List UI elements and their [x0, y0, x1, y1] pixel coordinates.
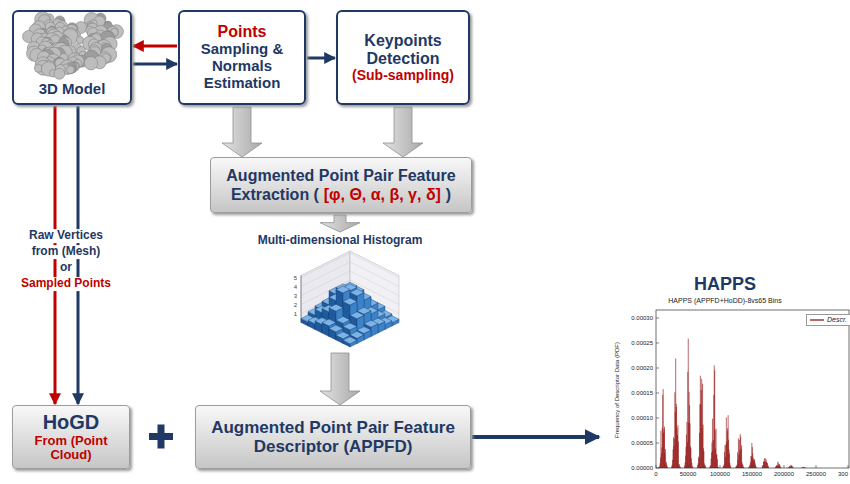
axis-tick: 0.00020: [631, 365, 653, 372]
chart-legend: Descr.: [806, 314, 850, 326]
plus-bar: [158, 425, 165, 449]
feature-vector: [φ, Θ, α, β, γ, δ]: [324, 186, 441, 203]
edge-note: from (Mesh): [30, 245, 103, 259]
axis-tick: 1: [294, 310, 297, 317]
block-arrow: [383, 107, 423, 157]
flow-arrow: [133, 46, 177, 47]
axis-tick: 0.00015: [631, 390, 653, 397]
block-arrow-shape: [320, 215, 360, 232]
connector-line: [472, 435, 599, 439]
protein-atom: [84, 57, 97, 70]
block-arrow-shape: [222, 107, 262, 157]
connector-line: [307, 57, 335, 60]
edge-note: Raw Vertices: [27, 229, 105, 243]
extraction-box: Augmented Point Pair Feature Extraction …: [210, 157, 472, 213]
chart-panel: HAPPS HAPPS (APPFD+HoDD)-8vs65 Bins: [600, 274, 850, 478]
protein-atom: [54, 68, 65, 79]
connector-line: [133, 45, 177, 48]
text-line: Augmented Point Pair Feature Extraction …: [217, 166, 465, 204]
model-label: 3D Model: [39, 81, 106, 98]
model-box: 3D Model: [12, 10, 132, 105]
flow-arrow: [472, 437, 599, 438]
process-note: (Sub-sampling): [352, 68, 454, 84]
axis-tick: 0.00025: [631, 340, 653, 347]
axis-tick: 2: [294, 301, 297, 308]
connector-line: [133, 63, 177, 66]
axis-tick: 300: [838, 471, 848, 478]
edge-note: Sampled Points: [19, 277, 113, 291]
axis-tick: 100000: [710, 471, 730, 478]
axis-tick: 150000: [742, 471, 762, 478]
z-axis: [301, 276, 302, 323]
descriptor-box: HoGDFrom (Point Cloud): [12, 405, 130, 469]
axis-tick: 3: [294, 292, 297, 299]
axis-tick: 0.00005: [631, 440, 653, 447]
protein-atom: [66, 62, 77, 73]
axis-title: Frequency of Descriptor Data (PDF): [614, 342, 621, 438]
happs-chart: [656, 310, 849, 468]
axis-tick: 0.00010: [631, 415, 653, 422]
histogram-bars: [659, 339, 805, 468]
descriptor-note: From (Point Cloud): [19, 434, 123, 463]
hist-gridline: [301, 253, 399, 278]
axis-tick: 250000: [806, 471, 826, 478]
axis-tick: 50000: [680, 471, 697, 478]
plot-frame: [656, 310, 849, 468]
plus-symbol: [149, 425, 173, 449]
axis-tick: 5: [294, 274, 297, 281]
axis-tick: 200000: [774, 471, 794, 478]
hist-bar: [343, 337, 357, 347]
flow-arrow: [133, 64, 177, 65]
edge-note: or: [58, 261, 74, 275]
axis-tick: 0: [654, 471, 657, 478]
protein-illustration: [23, 12, 124, 80]
legend-line-sample: [810, 317, 824, 323]
process-box: Keypoints Detection(Sub-sampling): [336, 10, 470, 105]
process-label: Sampling & Normals Estimation: [186, 41, 298, 92]
axis-ticks: [656, 318, 848, 468]
block-arrow-shape: [383, 107, 423, 157]
chart-title: HAPPS (APPFD+HoDD)-8vs65 Bins: [668, 297, 781, 305]
histogram-3d: [301, 251, 399, 347]
axis-tick: 0.00000: [631, 465, 653, 472]
hist-wall: [350, 251, 399, 323]
process-keyword: Points: [218, 23, 267, 41]
block-arrow: [222, 107, 262, 157]
descriptor-name: HoGD: [43, 411, 100, 434]
flow-arrow: [307, 58, 335, 59]
descriptor-name: Augmented Point Pair Feature Descriptor …: [202, 418, 464, 456]
legend-label: Descr.: [827, 316, 847, 324]
axis-tick: 4: [294, 283, 297, 290]
process-label: Keypoints Detection: [344, 32, 462, 68]
process-label: ): [446, 186, 451, 203]
descriptor-box: Augmented Point Pair Feature Descriptor …: [195, 405, 471, 469]
chart-heading: HAPPS: [694, 274, 756, 294]
block-arrow-shape: [320, 353, 360, 405]
protein-atom: [66, 66, 74, 74]
axis-tick: 0.00030: [631, 315, 653, 322]
process-box: PointsSampling & Normals Estimation: [178, 10, 306, 105]
histogram-caption: Multi-dimensional Histogram: [258, 234, 423, 248]
